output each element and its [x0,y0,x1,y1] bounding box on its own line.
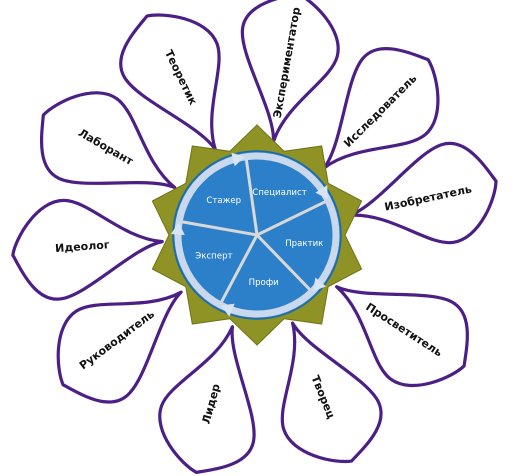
cycle-arrow-icon [220,303,235,317]
petal-shape [335,285,469,388]
petal-label: Идеолог [55,238,110,255]
petal [348,141,498,245]
petal-shape [119,13,221,152]
petal-shape [11,198,164,301]
petal [280,321,383,464]
petal [158,325,256,475]
cycle-ring [174,152,340,318]
petal [119,13,221,152]
segment-divider [255,199,329,237]
segment-label: Стажер [206,196,241,206]
cycle-arrow-icon [170,222,185,235]
cycle-arrow-icon [313,277,327,292]
segment-divider [178,220,259,237]
petal [56,290,183,404]
petal-shape [40,91,177,190]
segment-label: Специалист [252,188,306,198]
petal [11,198,164,301]
petal [40,91,177,190]
cycle-arrow-icon [231,152,245,167]
segment-label: Профи [249,278,279,288]
petal [240,0,340,144]
petal [335,285,469,388]
petal [322,47,440,170]
segment-divider [218,233,259,306]
petal-shape [56,290,183,404]
petal-shape [322,47,440,170]
petal-shape [348,141,498,245]
segment-divider [244,156,259,237]
segment-divider [255,233,313,293]
segment-label: Практик [285,239,323,249]
petal-shape [240,0,340,144]
petal-shape [280,321,383,464]
cycle-arrow-icon [315,185,328,200]
petal-shape [158,325,256,475]
segment-label: Эксперт [195,252,232,262]
